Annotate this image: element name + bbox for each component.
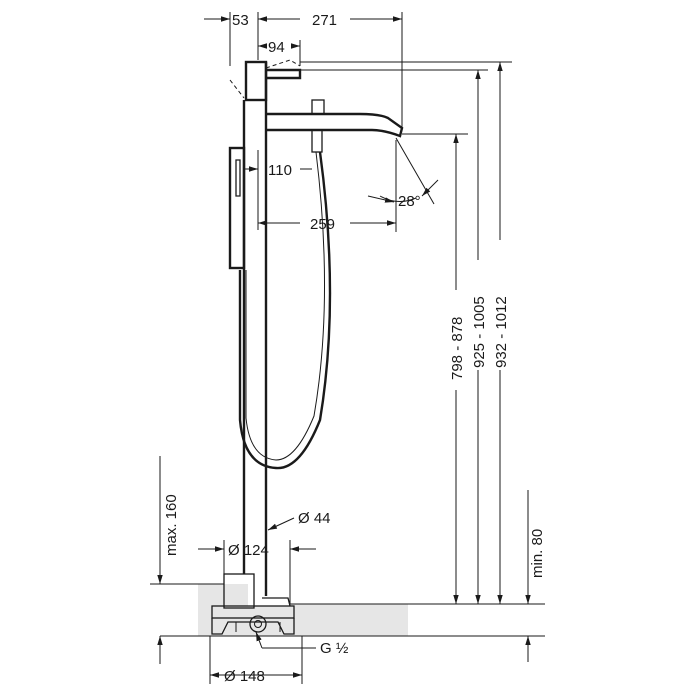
floor-section: [160, 584, 545, 637]
diverter-knob: [311, 99, 325, 115]
dim-g12-label: G ½: [320, 640, 349, 657]
hose-inner: [245, 151, 326, 461]
dim-259-label: 259: [310, 216, 335, 233]
hand-shower: [228, 146, 332, 470]
shower-grip: [235, 159, 241, 197]
dim-110-label: 110: [268, 162, 292, 179]
dim-max160-label: max. 160: [163, 494, 180, 556]
diameter-dimensions: Ø 44 Ø 124 Ø 148 G ½: [198, 510, 349, 685]
angle-arrow-left: [367, 195, 395, 203]
hose: [238, 151, 332, 470]
dim-798-label: 798 - 878: [449, 317, 466, 380]
spout: [266, 112, 404, 138]
mixer-handle: [244, 60, 268, 102]
dim-94-label: 94: [268, 39, 285, 56]
lever-handle: [266, 68, 302, 80]
dim-53-label: 53: [232, 12, 249, 29]
base-fitting-inner: [254, 620, 262, 628]
base-cover: [223, 573, 255, 609]
left-dimension: max. 160: [150, 456, 224, 664]
dim-dia44-label: Ø 44: [298, 510, 331, 527]
base-bracket: [211, 618, 295, 635]
dim-dia44-leader: [267, 517, 295, 531]
dim-min80-label: min. 80: [529, 529, 546, 578]
shower-holder: [228, 146, 246, 270]
dim-925-label: 925 - 1005: [471, 296, 488, 368]
angle-arrow-right: [421, 179, 439, 197]
angle-arc: [379, 195, 417, 202]
lever-swing-dashed: [229, 59, 301, 99]
floor-slab-mid: [198, 606, 408, 636]
top-dimensions: 53 271 94: [204, 12, 512, 128]
dim-271-label: 271: [312, 12, 337, 29]
mid-dimensions: 110 259: [244, 140, 397, 233]
dim-dia148-label: Ø 148: [224, 668, 265, 685]
dim-g12-arrow: [255, 631, 263, 649]
hose-connector: [311, 129, 323, 153]
angle-dimension: 28°: [367, 137, 439, 210]
base-flange-right: [262, 597, 291, 607]
angle-label: 28°: [398, 193, 421, 210]
dim-dia124-label: Ø 124: [228, 542, 269, 559]
dim-932-label: 932 - 1012: [493, 296, 510, 368]
vertical-dimensions: 798 - 878 925 - 1005 932 - 1012 min. 80: [300, 62, 546, 662]
